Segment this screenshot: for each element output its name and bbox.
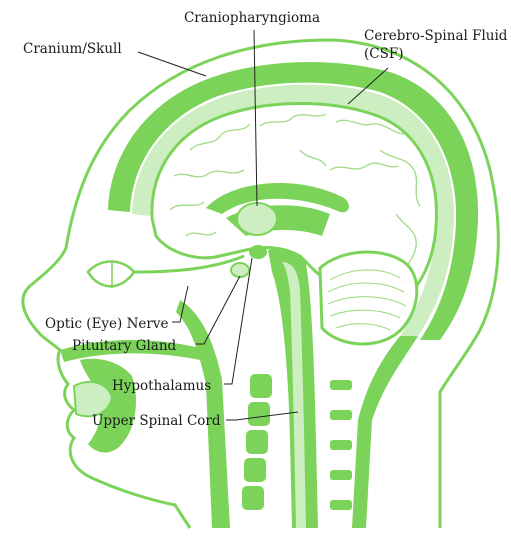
hypothalamus xyxy=(249,245,267,259)
optic-nerve xyxy=(134,256,244,272)
label-csf-line1: Cerebro-Spinal Fluid xyxy=(364,28,508,44)
label-optic-nerve: Optic (Eye) Nerve xyxy=(45,316,168,332)
neck-back-band xyxy=(352,336,418,528)
label-spinal-cord: Upper Spinal Cord xyxy=(92,413,221,429)
label-craniopharyngioma: Craniopharyngioma xyxy=(184,10,320,26)
craniopharyngioma-mass xyxy=(237,203,277,235)
pituitary-gland xyxy=(231,263,249,277)
label-cranium: Cranium/Skull xyxy=(23,41,122,57)
label-hypothalamus: Hypothalamus xyxy=(112,378,211,394)
label-csf-line2: (CSF) xyxy=(364,46,403,62)
label-pituitary: Pituitary Gland xyxy=(72,338,177,354)
cerebellum xyxy=(320,252,417,344)
leader-cranium xyxy=(138,52,206,76)
eye xyxy=(88,262,134,287)
